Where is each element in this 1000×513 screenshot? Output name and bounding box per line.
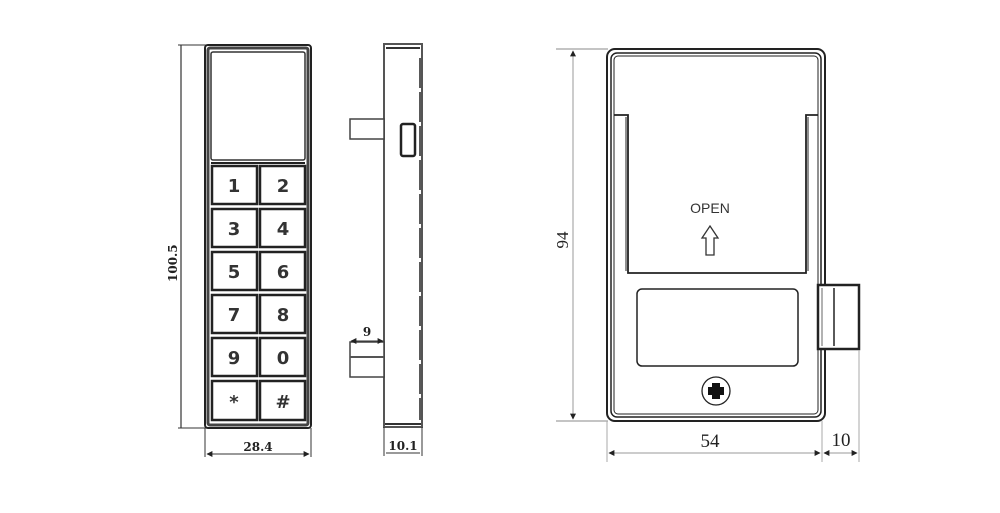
up-arrow-icon	[700, 224, 720, 256]
key-2[interactable]	[258, 164, 307, 206]
key-3-label: 3	[228, 219, 241, 240]
front-width-dimension: 28.4	[204, 428, 312, 457]
display-window	[210, 51, 306, 161]
key-8[interactable]	[258, 293, 307, 335]
key-7[interactable]	[210, 293, 259, 335]
side-bolt-upper	[349, 118, 385, 140]
key-3[interactable]	[210, 207, 259, 249]
rear-height-dimension: 94	[553, 48, 608, 422]
key-2-label: 2	[277, 176, 290, 197]
side-bolt-lower	[349, 341, 385, 378]
key-hash-label: #	[275, 392, 290, 413]
side-bolt-label: 9	[363, 325, 371, 339]
key-1-label: 1	[228, 176, 241, 197]
side-bolt-dimension: 9	[350, 325, 384, 344]
front-height-dimension: 100.5	[166, 44, 208, 429]
key-4[interactable]	[258, 207, 307, 249]
key-star-label: *	[229, 392, 239, 413]
usb-port	[399, 122, 417, 158]
front-height-label: 100.5	[166, 244, 180, 282]
key-6-label: 6	[277, 262, 290, 283]
key-hash[interactable]	[258, 379, 307, 422]
key-4-label: 4	[277, 219, 290, 240]
screw-icon	[701, 376, 731, 406]
key-star[interactable]	[210, 379, 259, 422]
rear-height-label: 94	[553, 231, 572, 249]
battery-compartment	[636, 288, 799, 367]
rear-width-label: 54	[701, 431, 721, 452]
keypad-grid: 1 2 3 4 5 6 7 8 9 0 * #	[210, 164, 307, 422]
rear-width-dimension: 54 10	[606, 350, 860, 462]
key-8-label: 8	[277, 305, 290, 326]
front-width-label: 28.4	[243, 440, 272, 454]
front-view-keypad: 100.5 1 2	[166, 44, 312, 457]
key-0[interactable]	[258, 336, 307, 378]
key-9[interactable]	[210, 336, 259, 378]
rear-bolt	[816, 283, 861, 351]
key-9-label: 9	[228, 348, 241, 369]
open-label: OPEN	[690, 200, 730, 216]
key-5-label: 5	[228, 262, 241, 283]
key-0-label: 0	[277, 348, 290, 369]
rear-view: 94 OPEN 54 10	[553, 48, 861, 462]
side-depth-label: 10.1	[388, 439, 417, 453]
side-view: 9 10.1	[349, 43, 423, 456]
key-6[interactable]	[258, 250, 307, 292]
key-1[interactable]	[210, 164, 259, 206]
key-5[interactable]	[210, 250, 259, 292]
rear-bolt-label: 10	[832, 430, 851, 451]
key-7-label: 7	[228, 305, 241, 326]
side-depth-dimension: 10.1	[383, 427, 423, 456]
